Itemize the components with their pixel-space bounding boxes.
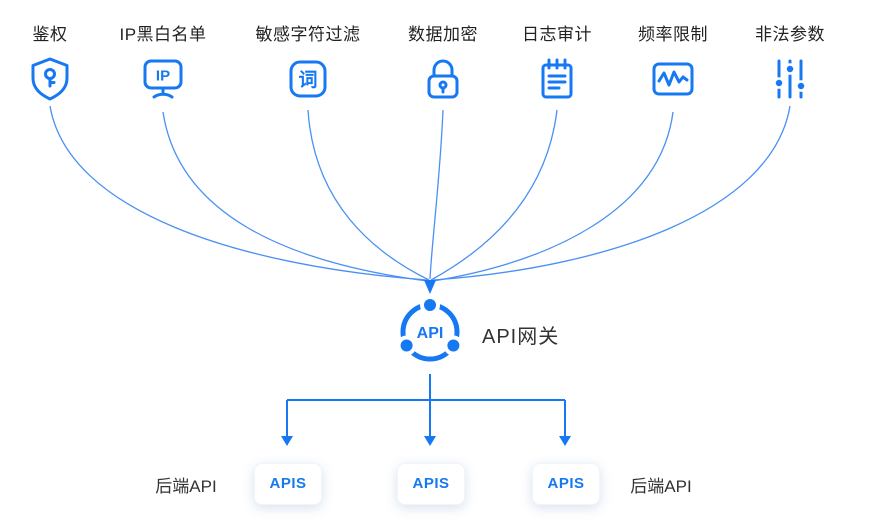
rate-limit-icon <box>652 62 694 96</box>
branch-arrowheads <box>281 436 571 446</box>
feature-log-audit: 日志审计 <box>482 20 632 108</box>
curve-rate <box>432 111 674 282</box>
shield-key-icon <box>31 57 69 101</box>
word-icon-text: 词 <box>298 69 317 91</box>
backend-label-right: 后端API <box>630 477 692 496</box>
feature-word-filter-label: 敏感字符过滤 <box>255 25 361 44</box>
branch-arrows <box>286 374 566 436</box>
word-filter-icon: 词 <box>289 60 327 98</box>
feature-auth-label: 鉴权 <box>32 25 68 44</box>
lock-icon <box>427 59 459 99</box>
curve-auth <box>49 105 428 281</box>
feature-rate-limit: 频率限制 <box>598 20 748 108</box>
gateway-label: API网关 <box>482 326 560 348</box>
apis-box-2: APIS <box>397 463 465 505</box>
curve-word <box>307 109 430 281</box>
ip-list-icon: IP <box>143 59 183 99</box>
feature-illegal-params: 非法参数 <box>715 20 865 108</box>
curve-log <box>430 109 558 281</box>
feature-rate-limit-label: 频率限制 <box>638 25 708 44</box>
feature-word-filter: 敏感字符过滤 词 <box>233 20 383 108</box>
apis-box-1: APIS <box>254 463 322 505</box>
feature-ip-list-label: IP黑白名单 <box>119 25 207 44</box>
params-slider-icon <box>773 59 807 99</box>
feature-log-audit-label: 日志审计 <box>522 25 592 44</box>
log-audit-icon <box>541 58 573 99</box>
ip-icon-text: IP <box>156 68 170 85</box>
curve-lock <box>429 109 444 280</box>
feature-encrypt-label: 数据加密 <box>408 25 478 44</box>
feature-encrypt: 数据加密 <box>368 20 518 108</box>
feature-auth: 鉴权 <box>0 20 125 108</box>
curve-ip <box>162 111 428 282</box>
gateway-icon-text: API <box>417 325 444 342</box>
api-gateway-icon: API <box>396 295 464 362</box>
feature-ip-list: IP黑白名单 IP <box>88 20 238 108</box>
backend-label-left: 后端API <box>155 477 217 496</box>
curve-params <box>432 105 791 281</box>
apis-box-3: APIS <box>532 463 600 505</box>
feature-illegal-params-label: 非法参数 <box>755 25 825 44</box>
